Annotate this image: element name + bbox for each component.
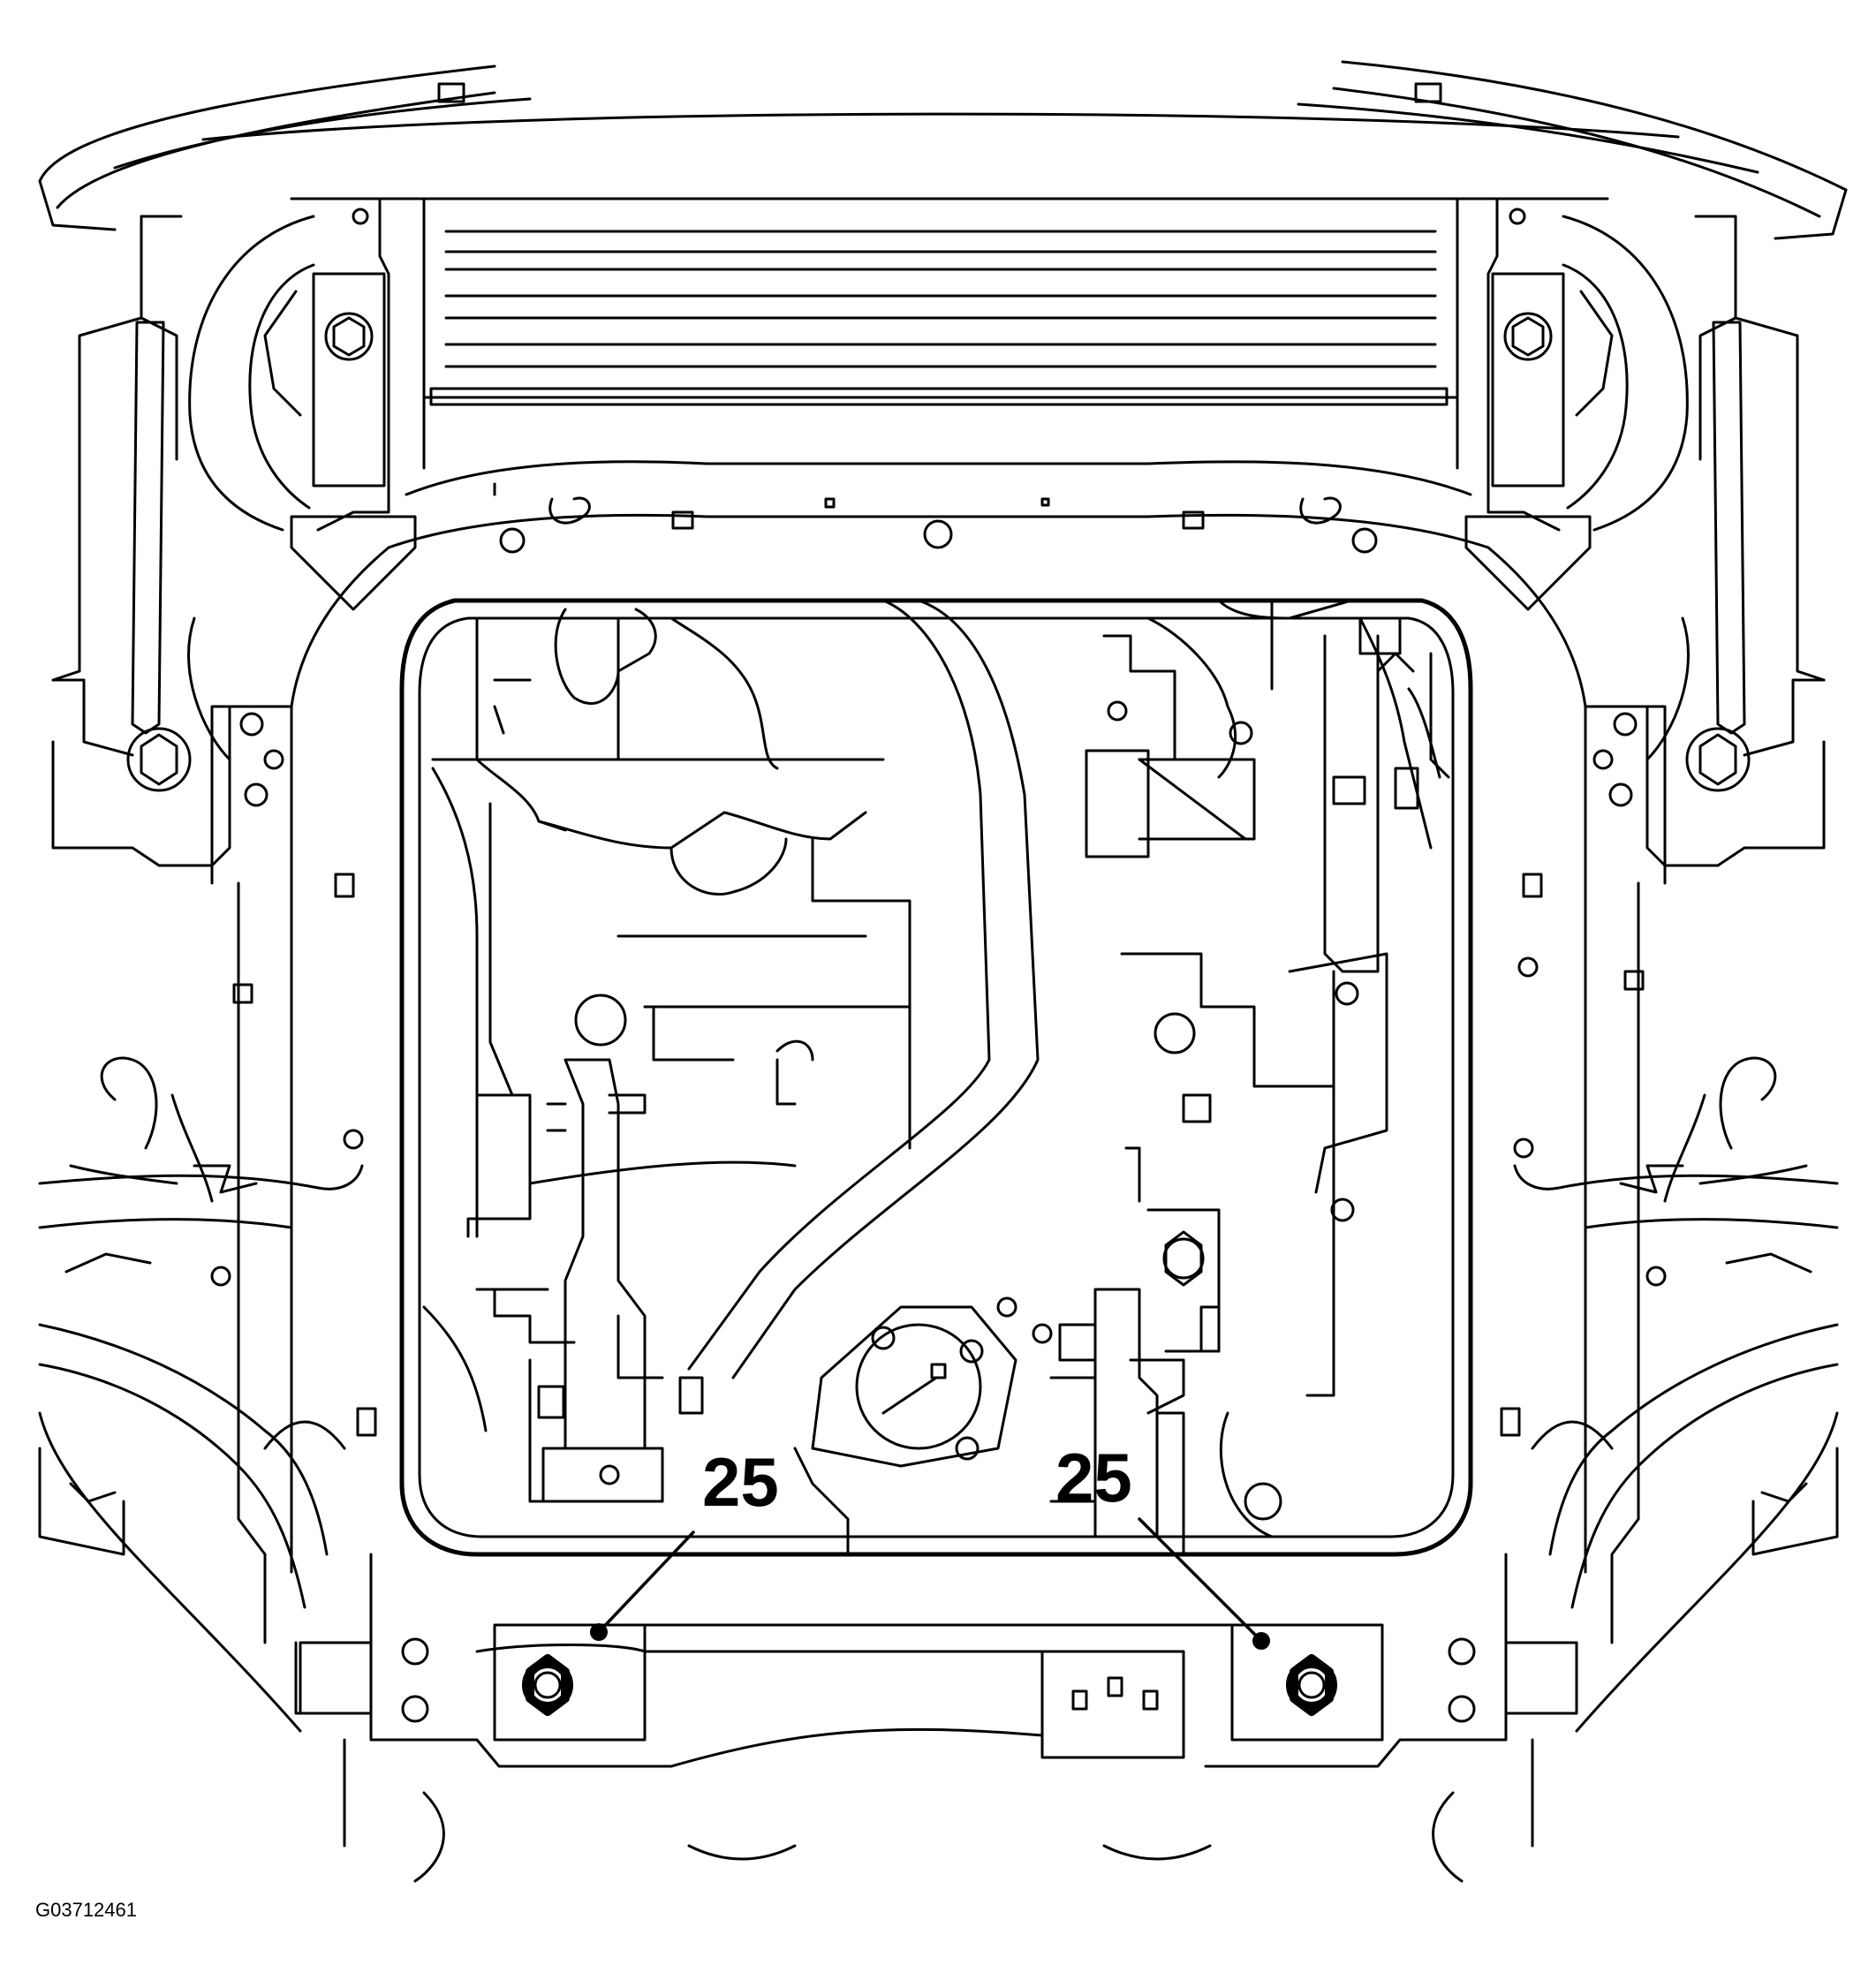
left-upper-mount (51, 705, 377, 1437)
front-subframe (187, 460, 1690, 1768)
front-bumper (38, 60, 1848, 240)
left-engine-mount (537, 1058, 704, 1503)
left-radiator-bracket (290, 197, 417, 611)
torque-callout-right: 25 (1055, 1439, 1270, 1650)
radiator (422, 197, 1459, 470)
left-lower-control-arm (38, 1056, 373, 1715)
oil-pan-plate (793, 1305, 1017, 1556)
left-wheel-arch (51, 215, 315, 682)
left-subframe-mount (401, 1623, 647, 1742)
right-subframe-mount (1040, 1623, 1476, 1759)
wiring-harness (1217, 599, 1450, 1194)
right-radiator-bracket (1464, 197, 1592, 611)
left-stabilizer-link (51, 321, 165, 757)
torque-label-left: 25 (702, 1443, 779, 1521)
right-lower-control-arm (1504, 1056, 1839, 1715)
lower-body-outline (38, 1411, 1839, 1883)
figure-code: G03712461 (35, 1899, 137, 1921)
transmission (1085, 599, 1359, 1538)
torque-callout-left: 25 (590, 1443, 779, 1641)
right-wheel-arch (1562, 215, 1826, 682)
exhaust-pipe (687, 599, 1040, 1379)
right-stabilizer-link (1712, 321, 1826, 757)
right-upper-mount (1500, 705, 1826, 1437)
right-engine-mount (996, 1288, 1185, 1556)
torque-label-right: 25 (1055, 1439, 1132, 1516)
engine-assembly (422, 608, 912, 1503)
